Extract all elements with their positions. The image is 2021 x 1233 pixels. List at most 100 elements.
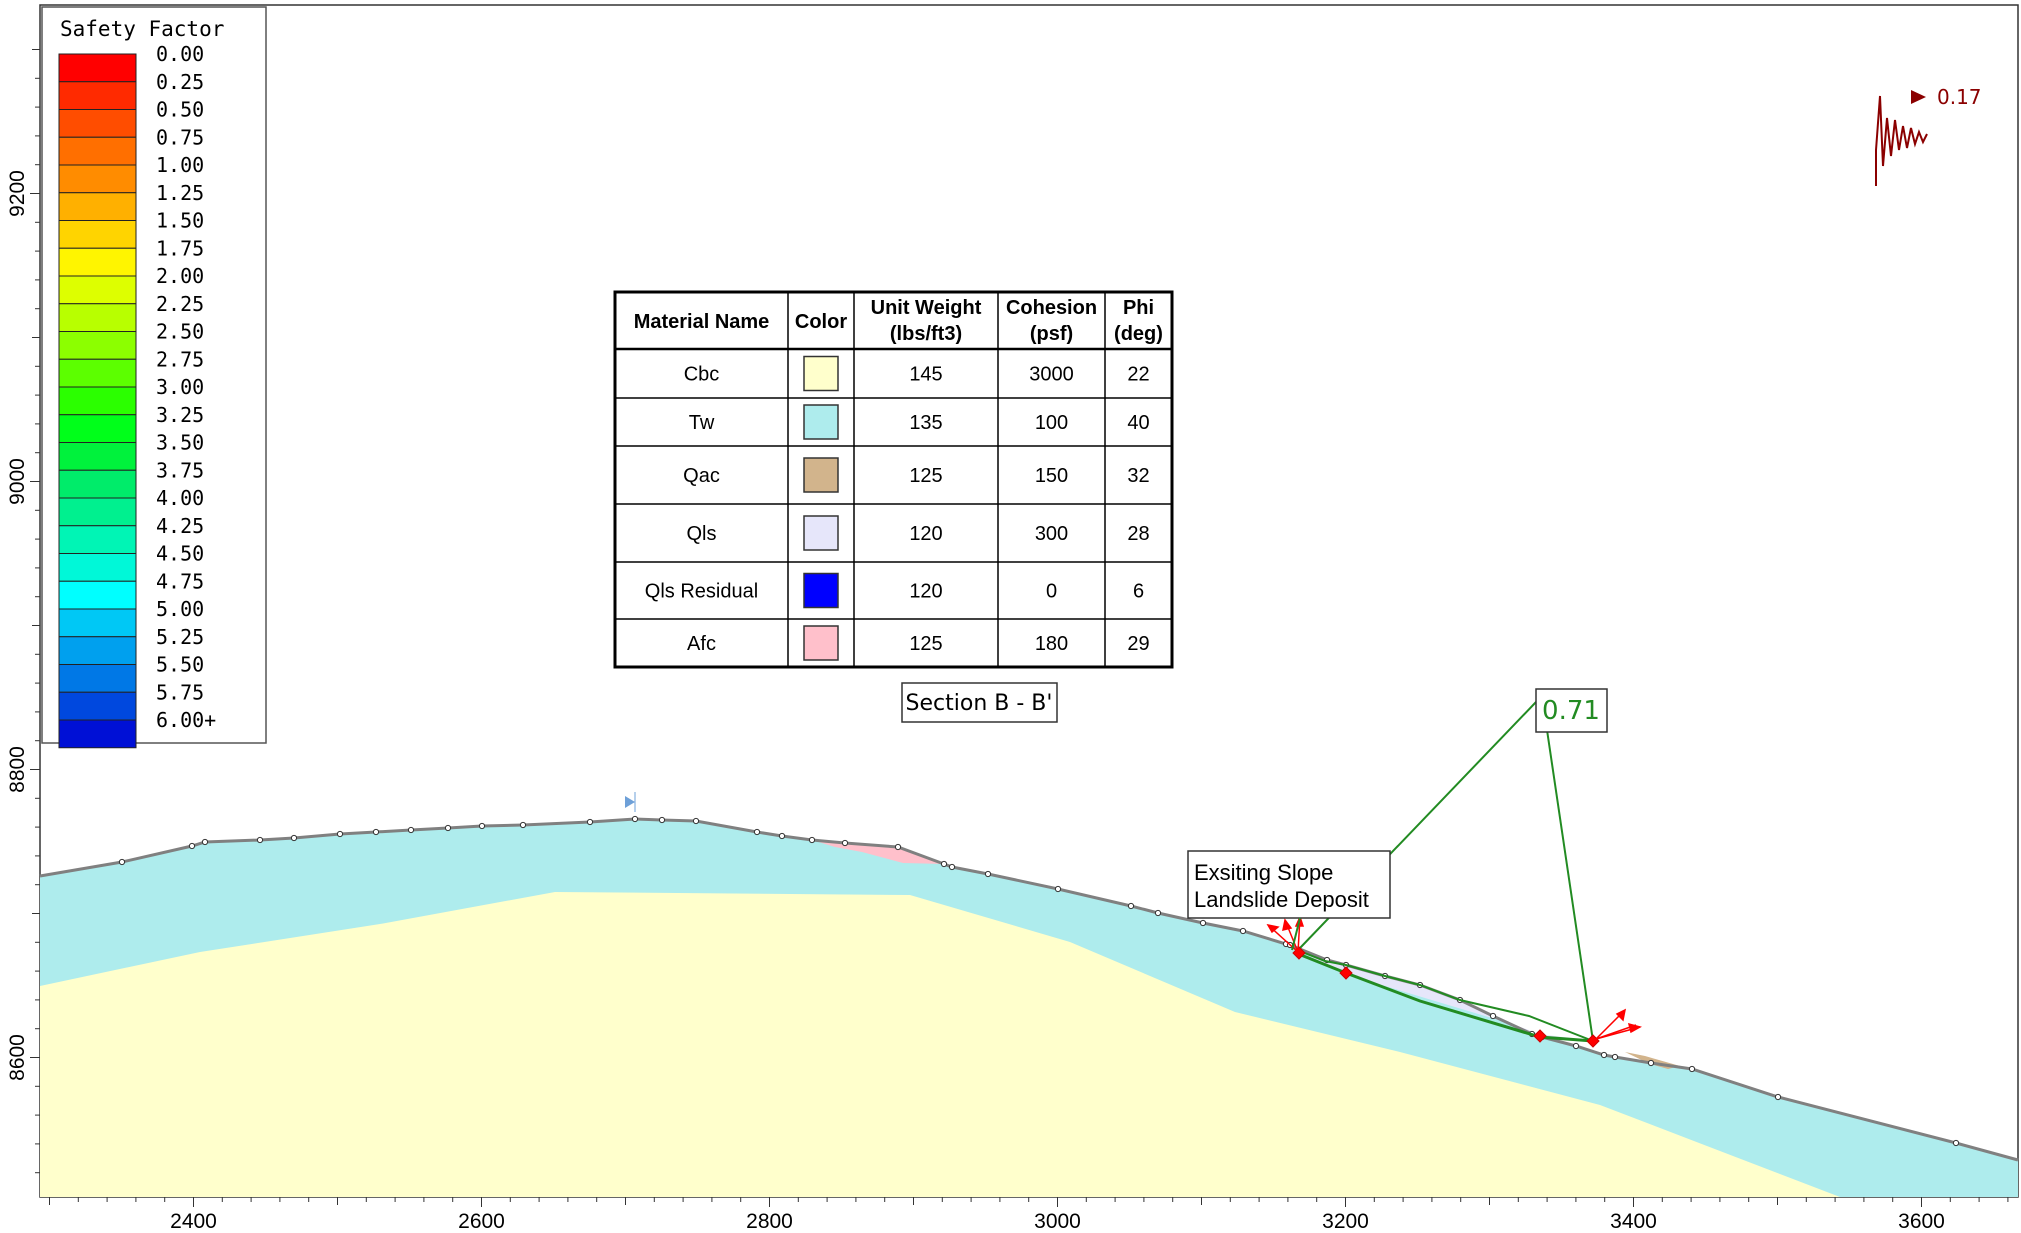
ground-vertex [948, 863, 956, 871]
x-tick-label: 2400 [170, 1210, 217, 1233]
ground-vertex [1127, 902, 1135, 910]
legend-level-label: 1.00 [156, 153, 204, 177]
ground-vertex [201, 838, 209, 846]
material-region-cbc [40, 892, 1840, 1197]
legend-level-label: 5.00 [156, 597, 204, 621]
legend-swatch [58, 442, 137, 471]
legend-level-label: 0.75 [156, 125, 204, 149]
ground-vertex [290, 834, 298, 842]
material-color-swatch [803, 572, 839, 609]
table-cell-name: Cbc [684, 364, 720, 386]
table-cell-cohesion: 300 [1035, 523, 1068, 545]
table-header-cohesion: Cohesion [1006, 297, 1097, 319]
table-cell-phi: 28 [1127, 523, 1149, 545]
seismic-coefficient-label: 0.17 [1937, 85, 1982, 109]
legend-level-label: 4.75 [156, 569, 204, 593]
legend-level-label: 2.00 [156, 264, 204, 288]
ground-vertex [940, 860, 948, 868]
table-cell-cohesion: 3000 [1029, 364, 1074, 386]
legend-swatch [58, 497, 137, 527]
legend-swatch [58, 691, 137, 721]
annotation-line-2: Landslide Deposit [1194, 887, 1369, 912]
safety-factor-legend: Safety Factor 0.000.250.500.751.001.251.… [41, 6, 267, 749]
ground-vertex [336, 830, 344, 838]
legend-level-label: 3.75 [156, 458, 204, 482]
table-cell-phi: 40 [1127, 412, 1149, 434]
ground-vertex [984, 870, 992, 878]
ground-vertex [1239, 927, 1247, 935]
table-cell-unit_weight: 135 [909, 412, 942, 434]
table-cell-unit_weight: 125 [909, 465, 942, 487]
legend-level-label: 6.00+ [156, 708, 216, 732]
legend-swatch [58, 136, 137, 166]
table-cell-phi: 32 [1127, 465, 1149, 487]
annotation-leader-line [1291, 917, 1301, 951]
material-color-swatch [803, 515, 839, 551]
table-header-unit_weight: (lbs/ft3) [890, 323, 962, 345]
table-header-color: Color [795, 311, 847, 333]
legend-level-label: 1.50 [156, 209, 204, 233]
ground-vertex [841, 839, 849, 847]
ground-vertex [256, 836, 264, 844]
legend-level-label: 0.25 [156, 70, 204, 94]
table-cell-unit_weight: 120 [909, 581, 942, 603]
slip-surface-line [1295, 951, 1594, 1043]
x-tick-label: 3200 [1322, 1210, 1369, 1233]
y-tick-label: 9000 [6, 458, 29, 505]
ground-vertex [1952, 1139, 1960, 1147]
y-tick-label: 9200 [6, 170, 29, 217]
ground-vertex [478, 822, 486, 830]
legend-swatch [58, 192, 137, 221]
legend-level-label: 5.50 [156, 653, 204, 677]
y-tick-label: 8800 [6, 746, 29, 793]
x-tick-label: 3600 [1898, 1210, 1945, 1233]
legend-swatch [58, 580, 137, 610]
ground-vertex [1489, 1012, 1497, 1020]
ground-vertex [1600, 1051, 1608, 1059]
legend-swatch [58, 275, 137, 305]
legend-swatch [58, 636, 137, 665]
annotation-box [1187, 850, 1391, 919]
table-cell-name: Qls [687, 523, 717, 545]
ground-vertex [188, 842, 196, 850]
legend-swatch [58, 303, 137, 332]
legend-level-label: 3.25 [156, 403, 204, 427]
ground-vertex [1199, 919, 1207, 927]
fos-label-box [1535, 688, 1608, 733]
ground-vertex [372, 828, 380, 836]
table-cell-unit_weight: 125 [909, 633, 942, 655]
table-cell-phi: 22 [1127, 364, 1149, 386]
material-color-swatch [803, 625, 839, 661]
legend-swatch [58, 386, 137, 416]
x-tick-label: 2600 [458, 1210, 505, 1233]
ground-vertex [658, 816, 666, 824]
ground-vertex [1572, 1042, 1580, 1050]
ground-vertex [894, 843, 902, 851]
slip-surface-top-line [1296, 949, 1594, 1042]
legend-level-label: 5.25 [156, 625, 204, 649]
legend-swatch [58, 220, 137, 249]
table-header-phi: Phi [1123, 297, 1154, 319]
x-tick-label: 3400 [1610, 1210, 1657, 1233]
legend-swatch [58, 358, 137, 388]
legend-level-label: 4.25 [156, 514, 204, 538]
legend-swatch [58, 525, 137, 554]
ground-vertex [808, 836, 816, 844]
ground-vertex [1647, 1059, 1655, 1067]
table-cell-cohesion: 150 [1035, 465, 1068, 487]
x-tick-label: 3000 [1034, 1210, 1081, 1233]
fos-leader-line-right [1546, 729, 1594, 1042]
legend-level-label: 5.75 [156, 680, 204, 704]
legend-swatch [58, 553, 137, 582]
legend-swatch [58, 247, 137, 277]
legend-level-label: 1.75 [156, 236, 204, 260]
material-color-swatch [803, 457, 839, 493]
legend-swatch [58, 331, 137, 360]
table-header-cohesion: (psf) [1030, 323, 1073, 345]
legend-swatch [58, 53, 137, 83]
legend-swatch [58, 109, 137, 138]
